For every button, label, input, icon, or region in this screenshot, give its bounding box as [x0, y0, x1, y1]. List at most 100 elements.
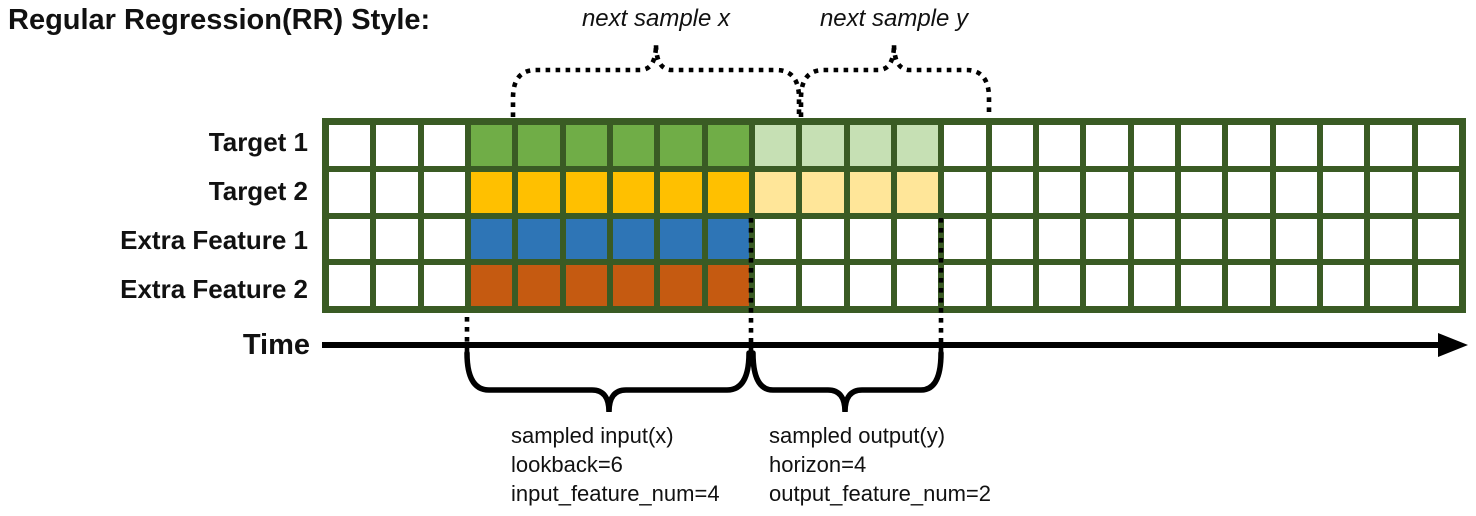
grid-cell: [470, 171, 513, 213]
grid-cell: [565, 265, 607, 306]
grid-cell: [991, 125, 1033, 166]
grid-cell: [660, 265, 702, 306]
grid-cell: [518, 218, 560, 260]
grid-cell: [423, 171, 465, 213]
grid-cell: [1322, 218, 1365, 260]
next-sample-x-label: next sample x: [581, 5, 731, 32]
grid-cell: [470, 218, 513, 260]
grid-cell: [329, 218, 371, 260]
row-label: Target 1: [208, 127, 308, 158]
grid-cell: [1228, 218, 1270, 260]
grid-cell: [1133, 218, 1175, 260]
row-label: Extra Feature 2: [120, 273, 308, 304]
sampled-input-line: sampled input(x): [511, 423, 674, 448]
grid-cell: [707, 171, 749, 213]
grid-cell: [1180, 265, 1223, 306]
time-axis-arrowhead: [1438, 333, 1468, 357]
grid-cell: [1133, 171, 1175, 213]
grid-cell: [565, 218, 607, 260]
grid-cell: [612, 218, 655, 260]
sampled-output-brace: [750, 350, 944, 413]
grid-cell: [1370, 125, 1412, 166]
grid-cell: [376, 265, 418, 306]
grid-cell: [660, 218, 702, 260]
horizon-line: horizon=4: [769, 452, 867, 477]
grid-cell: [896, 265, 939, 306]
input-feature-num-line: input_feature_num=4: [511, 481, 720, 506]
grid-cell: [754, 265, 797, 306]
row-label: Target 2: [208, 176, 308, 207]
sampled-output-line: sampled output(y): [769, 423, 946, 448]
grid-cell: [991, 171, 1033, 213]
grid-cell: [329, 171, 371, 213]
grid-cell: [1133, 125, 1175, 166]
grid-cell: [423, 125, 465, 166]
time-axis-label: Time: [242, 329, 310, 361]
sampled-input-text: sampled input(x) lookback=6 input_featur…: [511, 421, 720, 508]
grid-cell: [1038, 218, 1081, 260]
grid-cell: [329, 265, 371, 306]
grid-cell: [612, 125, 655, 166]
grid-cell: [1086, 125, 1128, 166]
grid-cell: [329, 125, 371, 166]
grid-cell: [1133, 265, 1175, 306]
next-sample-x-brace: [510, 43, 802, 117]
grid-cell: [1086, 218, 1128, 260]
grid-cell: [944, 218, 986, 260]
grid-cell: [1417, 125, 1459, 166]
grid-cell: [1275, 125, 1317, 166]
grid-cell: [849, 265, 891, 306]
grid-cell: [1322, 171, 1365, 213]
grid-cell: [1370, 265, 1412, 306]
grid-cell: [660, 125, 702, 166]
grid-cell: [1322, 265, 1365, 306]
grid-cell: [565, 125, 607, 166]
grid-cell: [612, 265, 655, 306]
row-labels: Target 1 Target 2 Extra Feature 1 Extra Fea…: [0, 118, 308, 313]
diagram-title: Regular Regression(RR) Style:: [8, 4, 431, 36]
grid-cell: [1275, 171, 1317, 213]
grid-cell: [849, 125, 891, 166]
grid-cell: [518, 125, 560, 166]
grid-cell: [1038, 171, 1081, 213]
lookback-line: lookback=6: [511, 452, 623, 477]
grid-cell: [376, 218, 418, 260]
grid-cell: [896, 171, 939, 213]
grid-cell: [754, 218, 797, 260]
grid-cell: [518, 265, 560, 306]
grid: [322, 118, 1466, 313]
grid-cell: [565, 171, 607, 213]
next-sample-y-label: next sample y: [819, 5, 969, 32]
grid-cell: [896, 125, 939, 166]
grid-cell: [518, 171, 560, 213]
grid-cell: [896, 218, 939, 260]
grid-cell: [1417, 265, 1459, 306]
row-label: Extra Feature 1: [120, 224, 308, 255]
grid-cell: [944, 125, 986, 166]
grid-cell: [802, 171, 844, 213]
grid-cell: [754, 125, 797, 166]
grid-cell: [660, 171, 702, 213]
grid-cell: [944, 171, 986, 213]
grid-cell: [1228, 265, 1270, 306]
grid-cell: [1180, 218, 1223, 260]
grid-cell: [802, 218, 844, 260]
grid-cell: [1417, 171, 1459, 213]
grid-cell: [423, 218, 465, 260]
grid-cell: [1086, 265, 1128, 306]
grid-cell: [1417, 218, 1459, 260]
grid-cell: [1038, 125, 1081, 166]
next-sample-y-brace: [798, 43, 992, 117]
grid-cell: [1228, 171, 1270, 213]
grid-cell: [849, 171, 891, 213]
grid-cell: [1370, 218, 1412, 260]
grid-cell: [802, 125, 844, 166]
grid-cell: [991, 218, 1033, 260]
grid-cell: [707, 125, 749, 166]
grid-cell: [376, 125, 418, 166]
grid-cell: [707, 265, 749, 306]
grid-cell: [707, 218, 749, 260]
grid-cell: [754, 171, 797, 213]
grid-cell: [944, 265, 986, 306]
